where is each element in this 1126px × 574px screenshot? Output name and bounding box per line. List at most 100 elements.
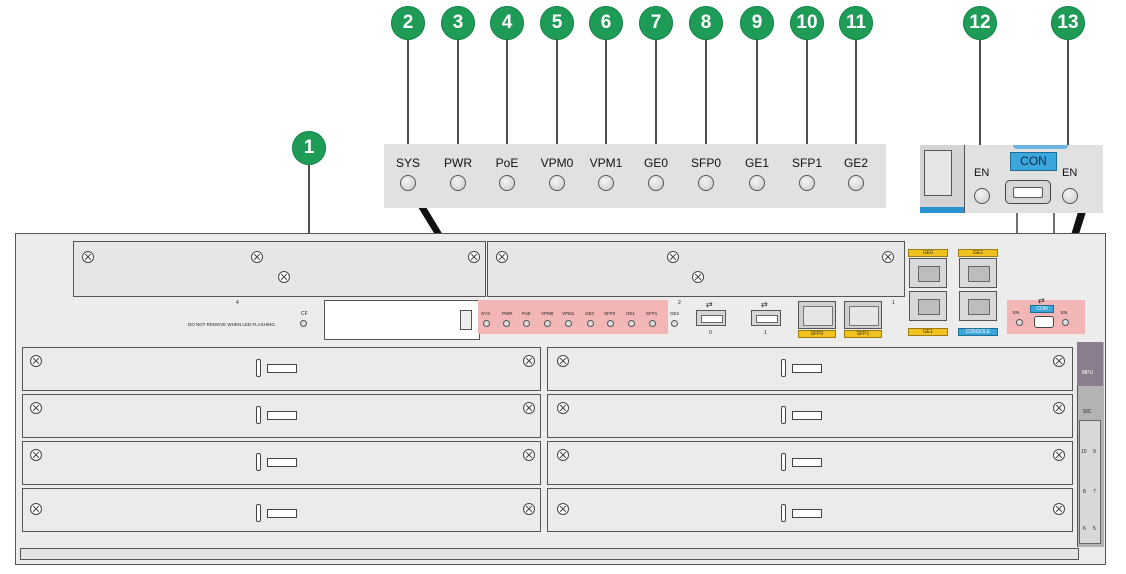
small-led-vpm1 bbox=[565, 320, 572, 327]
slot-handle[interactable] bbox=[792, 364, 822, 373]
screw-icon bbox=[557, 503, 569, 515]
callout-13: 13 bbox=[1051, 6, 1085, 40]
screw-icon bbox=[523, 503, 535, 515]
sfp-label-0: SFP0 bbox=[798, 330, 836, 338]
callout-12: 12 bbox=[963, 6, 997, 40]
zoom-con-label: CON bbox=[1010, 152, 1057, 171]
slot-handle[interactable] bbox=[267, 364, 297, 373]
latch-pin-icon[interactable] bbox=[256, 504, 261, 522]
small-led-poe bbox=[523, 320, 530, 327]
zoom-led-vpm1 bbox=[598, 175, 614, 191]
slot-handle[interactable] bbox=[792, 411, 822, 420]
screw-icon bbox=[1053, 503, 1065, 515]
callout-11: 11 bbox=[839, 6, 873, 40]
screw-icon bbox=[523, 402, 535, 414]
slot-number-4: 4 bbox=[236, 300, 239, 306]
ge-label-bottom-1: CONSOLE bbox=[958, 328, 998, 336]
screw-icon bbox=[667, 251, 679, 263]
zoom-label-ge0: GE0 bbox=[643, 156, 668, 170]
side-number-8: 8 bbox=[1083, 489, 1086, 495]
slot-handle[interactable] bbox=[792, 458, 822, 467]
ge-label-top-1: GE2 bbox=[958, 249, 998, 257]
zoom-label-sys: SYS bbox=[395, 156, 420, 170]
screw-icon bbox=[251, 251, 263, 263]
zoom-mini-usb-port bbox=[1005, 180, 1051, 204]
mpu-label-box bbox=[1077, 342, 1103, 386]
rj45-port-console[interactable] bbox=[959, 291, 997, 321]
latch-pin-icon[interactable] bbox=[781, 453, 786, 471]
zoom-label-ge2: GE2 bbox=[843, 156, 868, 170]
side-number-10: 10 bbox=[1081, 449, 1087, 455]
rj45-port-ge2[interactable] bbox=[959, 258, 997, 288]
slot-4-cover bbox=[73, 241, 486, 297]
callout-10: 10 bbox=[790, 6, 824, 40]
latch-pin-icon[interactable] bbox=[781, 504, 786, 522]
latch-pin-icon[interactable] bbox=[256, 406, 261, 424]
usb-icon: ⇄ bbox=[1038, 296, 1045, 305]
side-number-9: 9 bbox=[1093, 449, 1096, 455]
zoom-led-vpm0 bbox=[549, 175, 565, 191]
zoom-rj45-fragment-inner bbox=[924, 150, 952, 196]
screw-icon bbox=[523, 449, 535, 461]
small-led-label-ge1: GE1 bbox=[626, 311, 636, 316]
slot-3-cover bbox=[487, 241, 905, 297]
small-led-sfp1 bbox=[649, 320, 656, 327]
screw-icon bbox=[1053, 402, 1065, 414]
small-led-pwr bbox=[503, 320, 510, 327]
cf-label: CF bbox=[301, 311, 308, 317]
usb-icon: ⇄ bbox=[706, 300, 713, 309]
zoom-blue-dots bbox=[1013, 145, 1068, 149]
chassis-front: 4 CF DO NOT REMOVE WHEN LED FLASHING 3 S… bbox=[15, 233, 1106, 565]
rj45-port-ge1[interactable] bbox=[909, 291, 947, 321]
screw-icon bbox=[278, 271, 290, 283]
cf-card-slot[interactable] bbox=[324, 300, 480, 340]
cf-eject-latch[interactable] bbox=[460, 310, 472, 330]
zoom-label-vpm0: VPM0 bbox=[540, 156, 574, 170]
zoom-en-right-label: EN bbox=[1062, 167, 1078, 179]
screw-icon bbox=[692, 271, 704, 283]
small-led-label-vpm1: VPM1 bbox=[562, 311, 575, 316]
small-led-vpm0 bbox=[544, 320, 551, 327]
usb-icon: ⇄ bbox=[761, 300, 768, 309]
sfp-port-1[interactable] bbox=[844, 301, 882, 329]
usb-port-1[interactable] bbox=[751, 310, 781, 326]
small-led-label-poe: PoE bbox=[522, 311, 531, 316]
screw-icon bbox=[882, 251, 894, 263]
latch-pin-icon[interactable] bbox=[256, 359, 261, 377]
screw-icon bbox=[30, 503, 42, 515]
slot-handle[interactable] bbox=[267, 509, 297, 518]
callout-4: 4 bbox=[490, 6, 524, 40]
side-number-7: 7 bbox=[1093, 489, 1096, 495]
screw-icon bbox=[1053, 449, 1065, 461]
zoom-led-ge1 bbox=[749, 175, 765, 191]
zoom-label-poe: PoE bbox=[495, 156, 519, 170]
slot-handle[interactable] bbox=[792, 509, 822, 518]
latch-pin-icon[interactable] bbox=[781, 359, 786, 377]
side-number-5: 5 bbox=[1093, 526, 1096, 532]
usb-number-1: 1 bbox=[764, 330, 767, 336]
small-led-label-sfp0: SFP0 bbox=[604, 311, 616, 316]
latch-pin-icon[interactable] bbox=[256, 453, 261, 471]
latch-pin-icon[interactable] bbox=[781, 406, 786, 424]
small-led-ge1 bbox=[628, 320, 635, 327]
en-mini-label-left: EN bbox=[1013, 310, 1020, 315]
slot-handle[interactable] bbox=[267, 458, 297, 467]
zoom-led-ge2 bbox=[848, 175, 864, 191]
mini-usb-console-port[interactable] bbox=[1034, 316, 1054, 328]
ge-label-top-0: GE0 bbox=[908, 249, 948, 257]
sfp-port-0[interactable] bbox=[798, 301, 836, 329]
slot-handle[interactable] bbox=[267, 411, 297, 420]
zoom-led-sys bbox=[400, 175, 416, 191]
callout-6: 6 bbox=[589, 6, 623, 40]
slot-number-2: 2 bbox=[678, 300, 681, 306]
en-mini-led-right bbox=[1062, 319, 1069, 326]
zoom-label-sfp0: SFP0 bbox=[690, 156, 721, 170]
con-mini-label: CON bbox=[1030, 305, 1054, 313]
zoom-led-sfp0 bbox=[698, 175, 714, 191]
screw-icon bbox=[468, 251, 480, 263]
usb-number-0: 0 bbox=[709, 330, 712, 336]
usb-port-0[interactable] bbox=[696, 310, 726, 326]
rj45-port-ge0[interactable] bbox=[909, 258, 947, 288]
side-number-6: 6 bbox=[1083, 526, 1086, 532]
zoom-led-ge0 bbox=[648, 175, 664, 191]
